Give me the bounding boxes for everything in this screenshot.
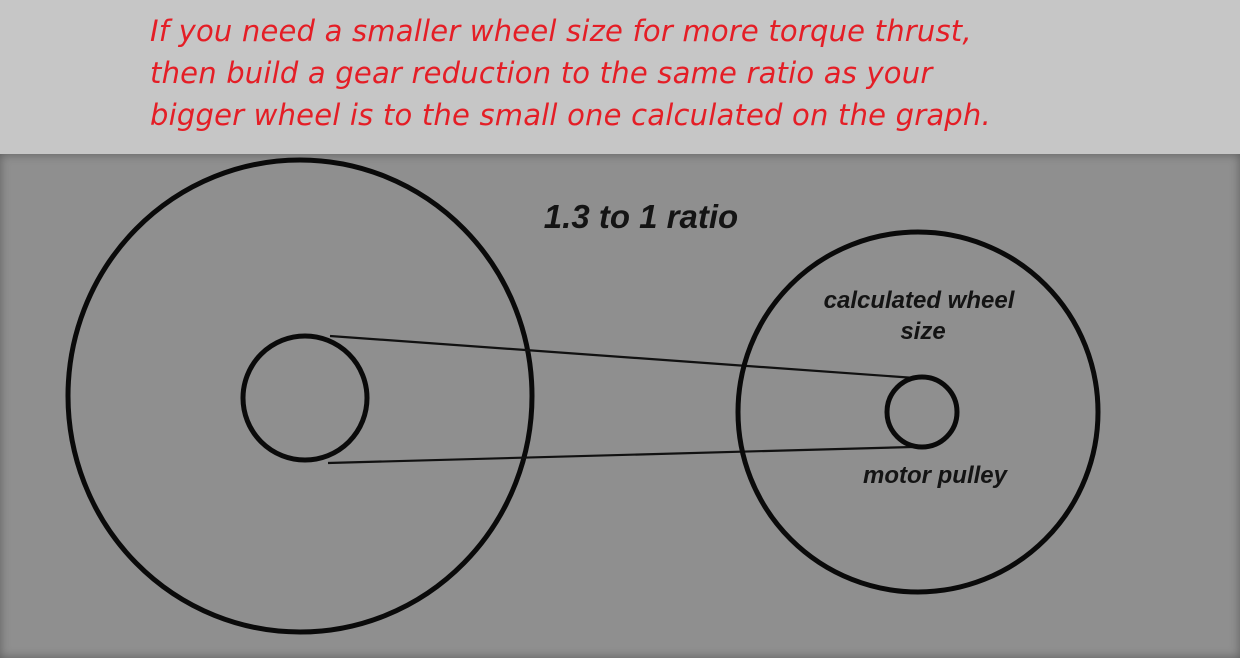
gear-ratio-diagram (0, 154, 1240, 658)
instruction-line-3: bigger wheel is to the small one calcula… (150, 98, 991, 132)
belt-top-line (329, 334, 916, 380)
calculated-wheel-circle (735, 229, 1101, 595)
calculated-wheel-label-line2: size (900, 318, 945, 345)
belt-bottom-line (327, 445, 913, 465)
big-wheel-circle (65, 157, 535, 635)
instruction-text: If you need a smaller wheel size for mor… (150, 10, 991, 136)
instruction-line-2: then build a gear reduction to the same … (150, 56, 933, 90)
instruction-line-1: If you need a smaller wheel size for mor… (150, 14, 972, 48)
big-pulley-circle (240, 333, 370, 463)
ratio-label: 1.3 to 1 ratio (544, 198, 738, 235)
calculated-wheel-label-line1: calculated wheel (824, 287, 1016, 314)
motor-pulley-circle (884, 374, 960, 450)
instruction-banner: If you need a smaller wheel size for mor… (0, 0, 1240, 154)
motor-pulley-label: motor pulley (863, 462, 1009, 489)
